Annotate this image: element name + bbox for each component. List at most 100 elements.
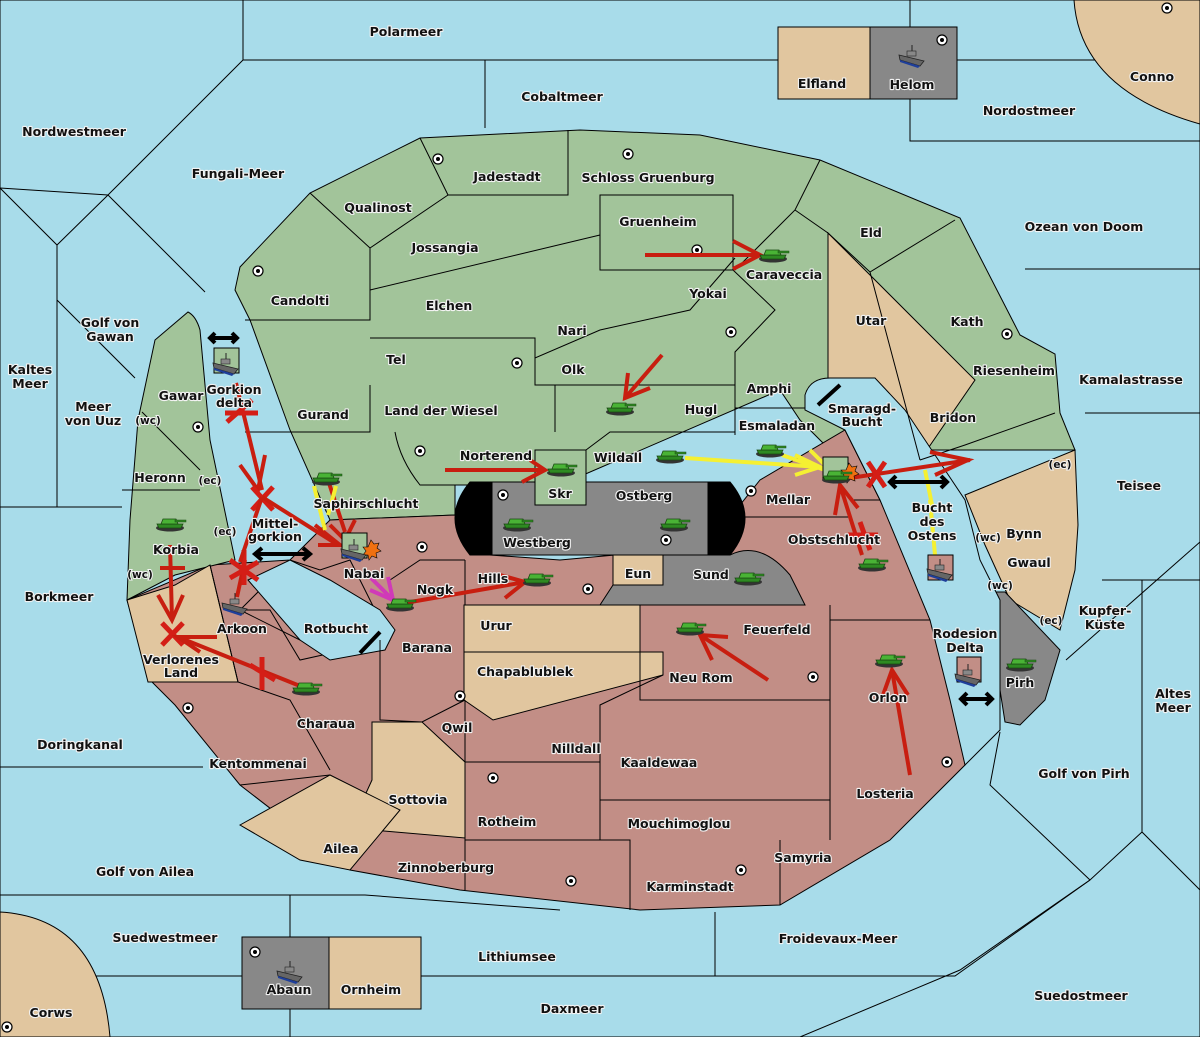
army-unit-icon[interactable] — [503, 518, 534, 532]
territory-elfland[interactable] — [777, 26, 871, 100]
label-obstschlucht: Obstschlucht — [788, 532, 880, 547]
cut-mark — [225, 398, 258, 424]
order-move-korbia-verlorenes — [156, 544, 185, 647]
sea-rotbucht[interactable] — [247, 559, 396, 661]
supply-center-icon — [511, 357, 523, 369]
label-heronn: Heronn — [134, 470, 186, 485]
label-korbia: Korbia — [153, 542, 199, 557]
army-unit-icon[interactable] — [156, 518, 187, 532]
fleet-unit-icon[interactable] — [212, 353, 239, 376]
label-losteria: Losteria — [856, 786, 913, 801]
cut-mark — [248, 657, 277, 690]
army-unit-icon[interactable] — [656, 450, 687, 464]
supply-center-icon — [182, 702, 194, 714]
label-arkoon: Arkoon — [217, 621, 267, 636]
fleet-unit-icon[interactable] — [276, 961, 303, 984]
territory-corws[interactable] — [0, 911, 111, 1037]
territory-ornheim[interactable] — [328, 936, 422, 1010]
label-nilldall: Nilldall — [551, 741, 600, 756]
label-delta: delta — [216, 395, 252, 410]
label-barana: Barana — [402, 640, 452, 655]
coast-marker-gawar-wc: (wc) — [135, 415, 161, 427]
territory-chapablublek[interactable] — [463, 651, 664, 721]
label-karminstadt: Karminstadt — [646, 879, 733, 894]
supply-center-icon — [1, 1021, 13, 1033]
supply-center-icon — [454, 690, 466, 702]
army-unit-icon[interactable] — [606, 402, 637, 416]
order-move-neurom-feuerfeld — [696, 632, 770, 682]
territory-sund[interactable] — [599, 550, 806, 606]
label-saphirschlucht: Saphirschlucht — [314, 496, 419, 511]
label-golf-von-ailea: Golf von Ailea — [96, 864, 194, 879]
label-land-der-wiesel: Land der Wiesel — [384, 403, 497, 418]
fleet-unit-icon[interactable] — [340, 539, 367, 562]
label-nabai: Nabai — [344, 566, 385, 581]
territory-ailea[interactable] — [238, 774, 401, 871]
label-meer: Meer — [1155, 700, 1191, 715]
order-arkoon — [228, 550, 260, 598]
label-urur: Urur — [480, 618, 512, 633]
label-esmaladan: Esmaladan — [739, 418, 815, 433]
army-unit-icon[interactable] — [386, 598, 417, 612]
coast-marker-gwaul-wc: (wc) — [987, 580, 1013, 592]
label-zinnoberburg: Zinnoberburg — [398, 860, 494, 875]
label-gawar: Gawar — [159, 388, 205, 403]
label-qwil: Qwil — [442, 720, 473, 735]
territory-bynn-gwaul[interactable] — [964, 449, 1079, 631]
label-kamalastrasse: Kamalastrasse — [1079, 372, 1183, 387]
army-unit-icon[interactable] — [676, 622, 707, 636]
army-unit-icon[interactable] — [523, 573, 554, 587]
territory-westberg-ostberg[interactable] — [491, 481, 709, 556]
label-qualinost: Qualinost — [344, 200, 411, 215]
army-unit-icon[interactable] — [292, 682, 323, 696]
label-land: Land — [164, 665, 198, 680]
supply-center-icon — [582, 583, 594, 595]
army-unit-icon[interactable] — [759, 249, 790, 263]
label-golf-von-pirh: Golf von Pirh — [1038, 766, 1129, 781]
territory-skr[interactable] — [534, 449, 587, 506]
army-unit-icon[interactable] — [312, 472, 343, 486]
label-ostberg: Ostberg — [616, 488, 673, 503]
label-chapablublek: Chapablublek — [477, 664, 574, 679]
army-unit-icon[interactable] — [547, 463, 578, 477]
failed-move-cross — [865, 460, 888, 489]
supply-center-icon — [497, 489, 509, 501]
label-teisee: Teisee — [1117, 478, 1161, 493]
territory-conno[interactable] — [1073, 0, 1200, 125]
army-unit-icon[interactable] — [875, 654, 906, 668]
label-froidevaux-meer: Froidevaux-Meer — [779, 931, 898, 946]
army-unit-icon[interactable] — [660, 518, 691, 532]
cut-mark — [848, 521, 878, 551]
label-sund: Sund — [693, 567, 729, 582]
fleet-unit-icon[interactable] — [898, 45, 925, 68]
label-borkmeer: Borkmeer — [25, 589, 95, 604]
army-unit-icon[interactable] — [858, 558, 889, 572]
label-lithiumsee: Lithiumsee — [478, 949, 556, 964]
label-wildall: Wildall — [594, 450, 642, 465]
label-gorkion: Gorkion — [206, 382, 261, 397]
supply-center-icon — [414, 445, 426, 457]
label-helom: Helom — [890, 77, 935, 92]
double-arrow-smaragd — [816, 383, 842, 407]
label-utar: Utar — [856, 313, 888, 328]
supply-center-icon — [565, 875, 577, 887]
label-smaragd: Smaragd- — [828, 401, 896, 416]
army-unit-icon[interactable] — [734, 572, 765, 586]
label-kaltes-meer: Kaltes — [8, 362, 52, 377]
west-cap — [454, 481, 493, 556]
supply-center-icon — [807, 671, 819, 683]
order-move-obstschlucht-mellar — [833, 480, 878, 556]
failed-move-cross — [160, 621, 185, 647]
army-unit-icon[interactable] — [756, 444, 787, 458]
fleet-unit-icon[interactable] — [954, 664, 981, 687]
supply-center-icon — [192, 421, 204, 433]
label-kupfer: Kupfer- — [1079, 603, 1132, 618]
fleet-unit-icon[interactable] — [926, 559, 953, 582]
army-unit-icon[interactable] — [1006, 658, 1037, 672]
territory-pirh[interactable] — [989, 591, 1061, 726]
label-bridon: Bridon — [930, 410, 976, 425]
fleet-unit-icon[interactable] — [221, 593, 248, 616]
label-mouchimoglou: Mouchimoglou — [628, 816, 731, 831]
army-unit-icon[interactable] — [822, 470, 853, 484]
